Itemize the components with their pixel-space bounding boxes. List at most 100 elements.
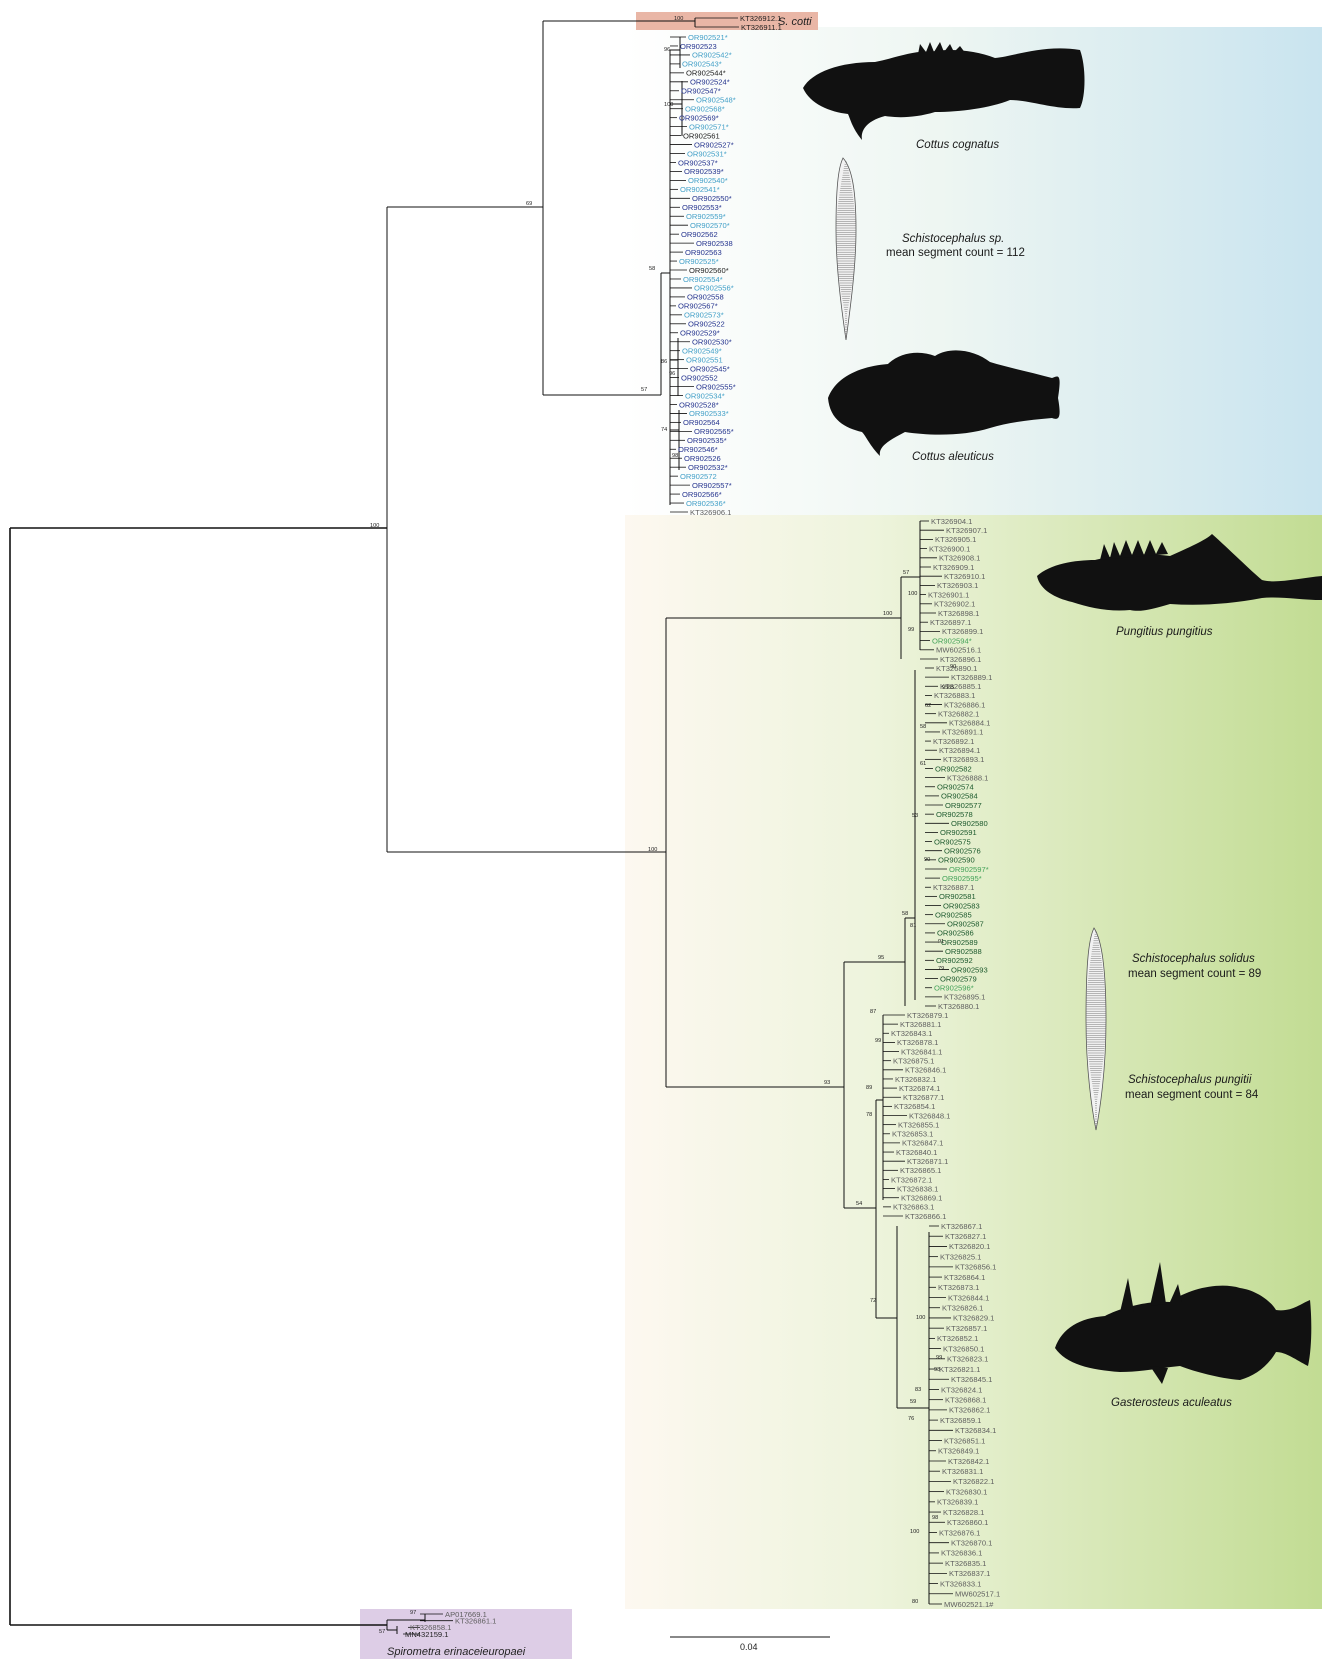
tip-label: OR902530* [692, 338, 732, 347]
tip-label: OR902528* [679, 400, 719, 409]
tip-label: OR902571* [689, 122, 729, 131]
support-value: 58 [649, 266, 655, 272]
tip-label: KT326908.1 [939, 554, 980, 563]
label-pungitius: Pungitius pungitius [1116, 626, 1213, 638]
tip-label: KT326835.1 [945, 1559, 986, 1568]
tip-label: OR902568* [685, 104, 725, 113]
tip-label: KT326856.1 [955, 1263, 996, 1272]
tip-label: KT326841.1 [901, 1047, 942, 1056]
tip-label: KT326897.1 [930, 618, 971, 627]
tip-label: OR902550* [692, 194, 732, 203]
tip-label: OR902543* [682, 60, 722, 69]
tip-label: KT326848.1 [909, 1111, 950, 1120]
scale-bar-label: 0.04 [740, 1642, 758, 1652]
tip-label: OR902552 [681, 373, 718, 382]
support-value: 93 [824, 1080, 830, 1086]
support-value: 54 [856, 1201, 862, 1207]
support-value: 57 [379, 1629, 385, 1635]
support-value: 100 [674, 16, 683, 22]
tip-label: KT326872.1 [891, 1175, 932, 1184]
tip-label: KT326821.1 [939, 1365, 980, 1374]
label-schisto-sp: Schistocephalus sp. [902, 233, 1004, 245]
tip-label: OR902569* [679, 113, 719, 122]
tip-label: OR902584 [941, 792, 978, 801]
tip-label: KT326853.1 [892, 1130, 933, 1139]
tip-label: KT326846.1 [905, 1066, 946, 1075]
tip-label: KT326893.1 [943, 755, 984, 764]
tip-label: OR902574 [937, 783, 974, 792]
tip-label: KT326906.1 [690, 508, 731, 517]
tip-label: OR902578 [936, 810, 973, 819]
support-value: 91 [938, 939, 944, 945]
tip-label: OR902576 [944, 847, 981, 856]
tip-label: KT326892.1 [933, 737, 974, 746]
tip-label: KT326873.1 [938, 1283, 979, 1292]
tip-label: OR902590 [938, 856, 975, 865]
label-cottus-aleuticus: Cottus aleuticus [912, 451, 994, 463]
tip-label: OR902586 [937, 929, 974, 938]
tip-label: KT326857.1 [946, 1324, 987, 1333]
support-value: 95 [878, 955, 884, 961]
tip-label: OR902570* [690, 221, 730, 230]
tip-label: OR902526 [684, 454, 721, 463]
support-value: 98 [934, 1367, 940, 1373]
spirometra-label: Spirometra erinaceieuropaei [387, 1646, 526, 1658]
tip-label: KT326849.1 [938, 1447, 979, 1456]
tip-label: OR902521* [688, 33, 728, 42]
tip-label: OR902580 [951, 819, 988, 828]
tip-label: KT326894.1 [939, 746, 980, 755]
tip-label: OR902581 [939, 892, 976, 901]
support-value: 100 [916, 1315, 925, 1321]
support-value: 80 [912, 1599, 918, 1605]
tip-label: KT326878.1 [897, 1038, 938, 1047]
support-value: 58 [920, 724, 926, 730]
tip-label: KT326837.1 [949, 1569, 990, 1578]
tip-label: KT326868.1 [945, 1395, 986, 1404]
tip-label: KT326896.1 [940, 655, 981, 664]
support-value: 57 [903, 570, 909, 576]
tip-label: OR902529* [680, 329, 720, 338]
support-value: 98 [672, 453, 678, 459]
tip-label: KT326899.1 [942, 627, 983, 636]
tip-label: KT326836.1 [941, 1549, 982, 1558]
tip-label: OR902566* [682, 490, 722, 499]
scale-bar: 0.04 [670, 1637, 830, 1652]
label-schisto-sp-count: mean segment count = 112 [886, 247, 1025, 259]
support-value: 96 [664, 47, 670, 53]
support-value: 85 [948, 685, 954, 691]
tip-label: KT326884.1 [949, 719, 990, 728]
tip-label: KT326840.1 [896, 1148, 937, 1157]
tip-label: KT326877.1 [903, 1093, 944, 1102]
support-value: 99 [936, 1355, 942, 1361]
tip-label: OR902583 [943, 901, 980, 910]
tip-label: OR902557* [692, 481, 732, 490]
label-cottus-cognatus: Cottus cognatus [916, 139, 999, 151]
support-value: 96 [669, 371, 675, 377]
tip-label: OR902597* [949, 865, 989, 874]
tip-label: OR902525* [679, 257, 719, 266]
tip-label: MW602521.1# [944, 1600, 994, 1609]
tip-label: OR902596* [934, 984, 974, 993]
support-value: 98 [932, 1515, 938, 1521]
tip-label: KT326862.1 [949, 1406, 990, 1415]
tip-label: KT326825.1 [940, 1252, 981, 1261]
support-value: 100 [910, 1529, 919, 1535]
tip-label: OR902548* [696, 96, 736, 105]
tip-label: KT326904.1 [931, 517, 972, 526]
tip-label: OR902541* [680, 185, 720, 194]
tip-label: OR902553* [682, 203, 722, 212]
tip-label: KT326866.1 [905, 1212, 946, 1221]
tip-label: KT326826.1 [942, 1304, 983, 1313]
s-cotti-label: S. cotti [778, 16, 812, 28]
tip-label: OR902554* [683, 275, 723, 284]
tip-label: KT326879.1 [907, 1011, 948, 1020]
tip-label: OR902572 [680, 472, 717, 481]
tip-label: MW602516.1 [936, 646, 981, 655]
tip-label: OR902555* [696, 382, 736, 391]
tip-label: OR902545* [690, 364, 730, 373]
support-value: 90 [950, 664, 956, 670]
support-value: 100 [664, 102, 673, 108]
tip-label: KT326869.1 [901, 1194, 942, 1203]
tip-label: KT326911.1 [741, 23, 782, 32]
tip-label: OR902539* [684, 167, 724, 176]
